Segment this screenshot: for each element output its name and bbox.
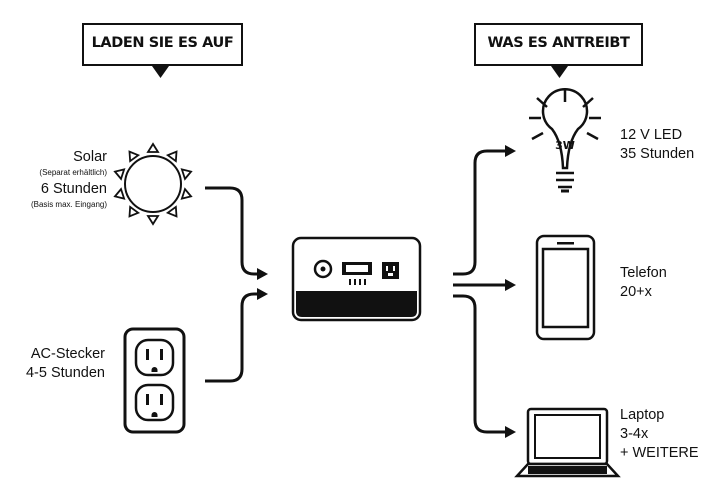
- phone-label-group: Telefon 20+x: [620, 264, 667, 302]
- led-arrowhead: [505, 145, 516, 157]
- phone-icon: [535, 234, 596, 341]
- output-connectors: [453, 149, 506, 434]
- solar-time-note: (Basis max. Eingang): [30, 200, 107, 209]
- light-bulb-icon: [529, 88, 601, 193]
- bulb-wattage: 3W: [555, 139, 575, 152]
- ac-arrowhead: [257, 288, 268, 300]
- wall-outlet-icon: [123, 327, 186, 434]
- laptop-label-group: Laptop 3-4x + WEITERE: [620, 406, 699, 463]
- solar-connector: [205, 186, 259, 276]
- laptop-line3: + WEITERE: [620, 445, 699, 461]
- ac-connector: [205, 292, 259, 383]
- laptop-line1: Laptop: [620, 407, 665, 423]
- powers-header: WAS ES ANTREIBT: [487, 35, 630, 51]
- laptop-arrowhead: [505, 426, 516, 438]
- phone-line2: 20+x: [620, 284, 652, 300]
- ac-title: AC-Stecker: [30, 346, 105, 362]
- phone-arrowhead: [505, 279, 516, 291]
- laptop-icon: [514, 407, 621, 478]
- charge-header: LADEN SIE ES AUF: [91, 35, 234, 51]
- led-label-group: 12 V LED 35 Stunden: [620, 126, 694, 164]
- solar-arrowhead: [257, 268, 268, 280]
- power-station-icon: [291, 236, 422, 322]
- phone-line1: Telefon: [620, 265, 667, 281]
- solar-label-group: Solar (Separat erhältlich) 6 Stunden (Ba…: [31, 148, 107, 210]
- solar-title: Solar: [73, 149, 107, 165]
- charge-header-box: [82, 23, 243, 78]
- led-line2: 35 Stunden: [620, 146, 695, 162]
- sun-icon: [112, 142, 194, 225]
- solar-note: (Separat erhältlich): [39, 168, 107, 177]
- ac-label-group: AC-Stecker 4-5 Stunden: [26, 345, 105, 383]
- led-line1: 12 V LED: [620, 127, 683, 143]
- ac-time: 4-5 Stunden: [25, 365, 105, 381]
- laptop-line2: 3-4x: [620, 426, 649, 442]
- powers-header-box: [474, 23, 643, 78]
- solar-time: 6 Stunden: [40, 181, 107, 197]
